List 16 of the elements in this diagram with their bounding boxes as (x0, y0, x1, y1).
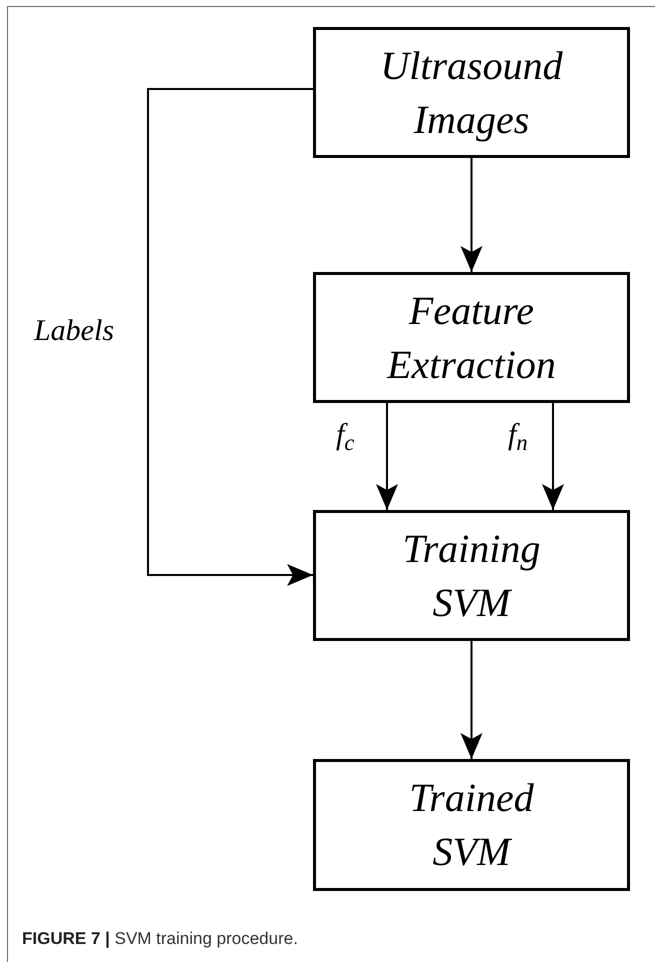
arrow (147, 88, 313, 586)
box-text: Ultrasound Images (379, 42, 564, 144)
edge-label: f$_{c}$ (336, 420, 354, 450)
process-box (313, 510, 630, 641)
box-text: Trained SVM (408, 774, 535, 876)
arrow (460, 158, 482, 272)
process-box (313, 759, 630, 891)
caption: FIGURE 7 | SVM training procedure. (22, 928, 298, 950)
process-box (313, 272, 630, 403)
arrow (460, 641, 482, 759)
box-text: Training SVM (402, 524, 542, 626)
arrow (542, 403, 564, 510)
process-box (313, 27, 630, 158)
box-text: Feature Extraction (386, 286, 557, 388)
arrow (376, 403, 398, 510)
edge-label: f$_{n}$ (508, 420, 528, 450)
